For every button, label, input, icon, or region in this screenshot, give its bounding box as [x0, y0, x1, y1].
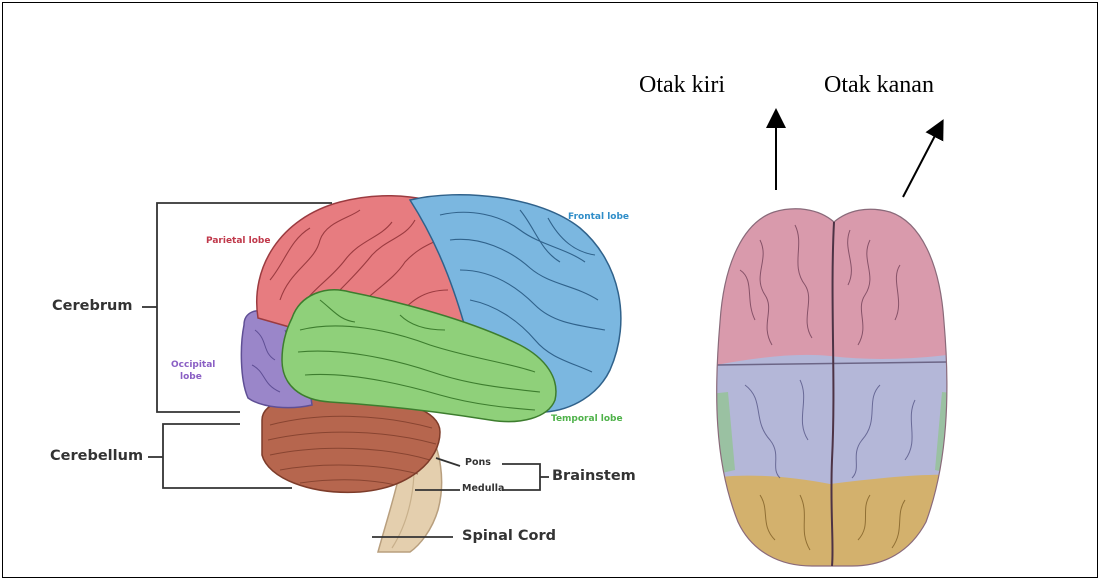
label-cerebrum: Cerebrum	[52, 299, 132, 314]
label-frontal-lobe: Frontal lobe	[568, 213, 629, 222]
label-brainstem: Brainstem	[552, 469, 636, 484]
label-temporal-lobe: Temporal lobe	[551, 415, 623, 424]
top-view-brain	[700, 200, 970, 580]
side-view-brain	[241, 195, 621, 552]
label-occipital-lobe-line2: lobe	[180, 373, 202, 382]
label-parietal-lobe: Parietal lobe	[206, 237, 270, 246]
label-cerebellum: Cerebellum	[50, 449, 143, 464]
label-medulla: Medulla	[462, 484, 504, 494]
arrow-right-brain	[903, 128, 939, 197]
label-spinal-cord: Spinal Cord	[462, 529, 556, 544]
label-occipital-lobe-line1: Occipital	[171, 361, 215, 370]
label-pons: Pons	[465, 458, 491, 468]
